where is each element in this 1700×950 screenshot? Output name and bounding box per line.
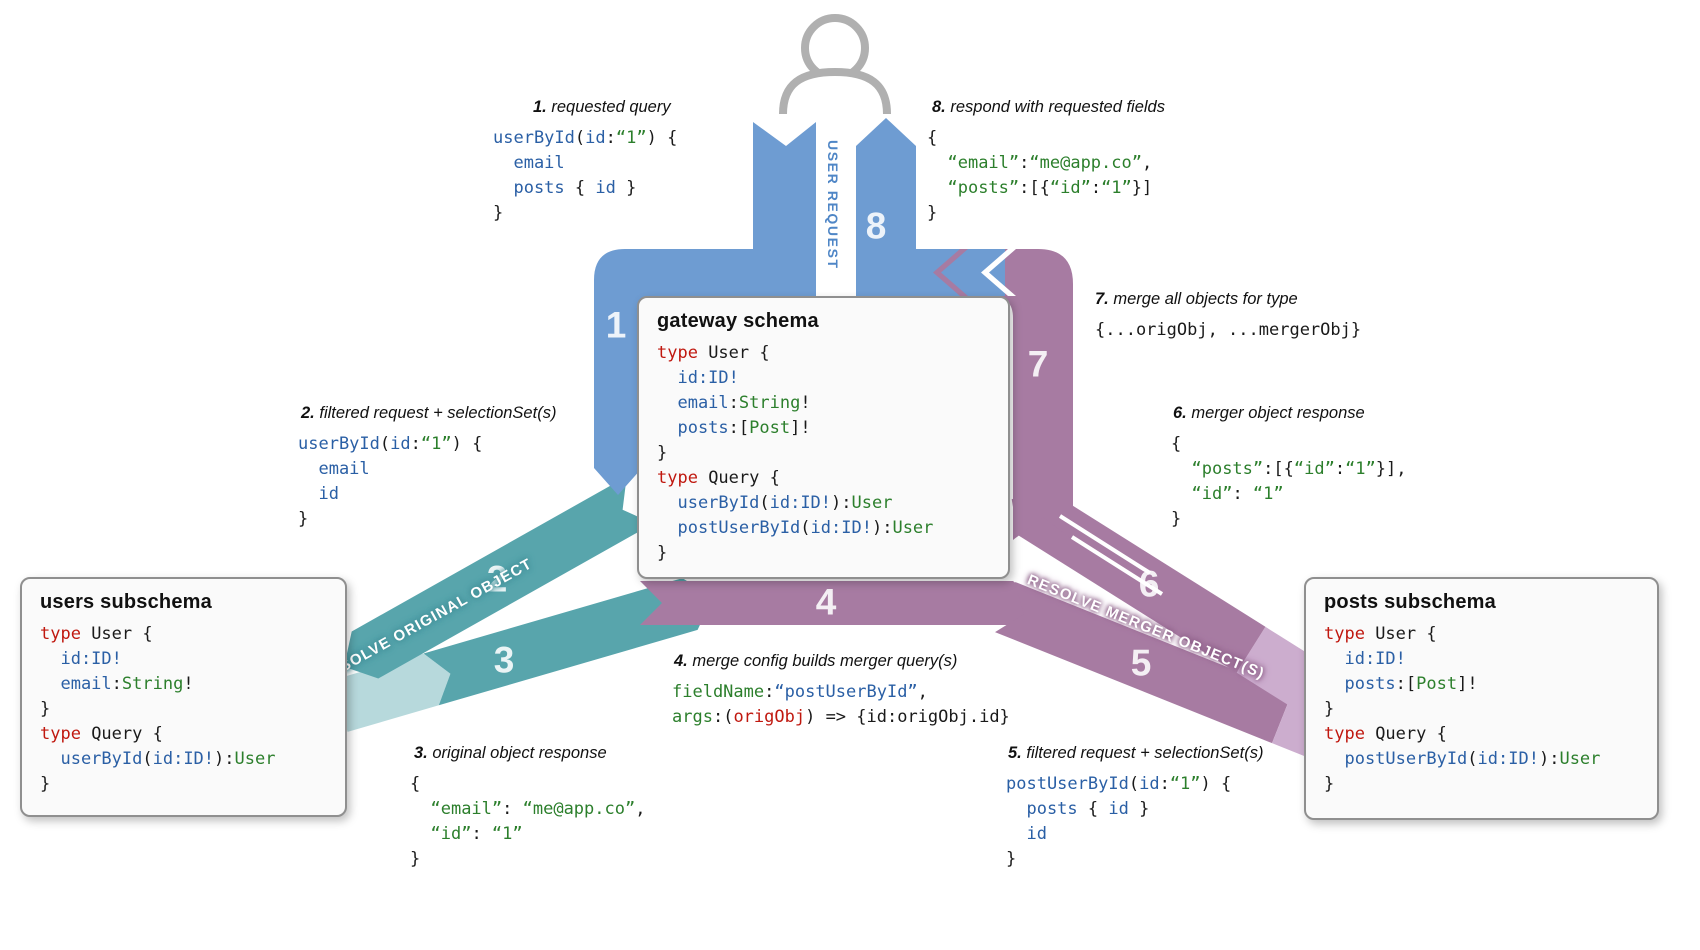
user-request-gap xyxy=(816,112,856,296)
step-4-number: 4. xyxy=(674,652,688,670)
step-2-code: userById(id:“1”) { email id} xyxy=(298,434,483,529)
step-5-number: 5. xyxy=(1008,744,1022,762)
step-2-number: 2. xyxy=(301,404,315,422)
arrow-6-number: 6 xyxy=(1138,563,1160,605)
step-5-label: 5. filtered request + selectionSet(s) xyxy=(1008,744,1263,763)
posts-subschema-code: type User { id:ID! posts:[Post]!}type Qu… xyxy=(1324,624,1601,794)
gateway-schema-title: gateway schema xyxy=(657,310,819,332)
users-subschema-box: users subschema type User { id:ID! email… xyxy=(20,577,347,817)
arrow-4-number: 4 xyxy=(815,581,837,623)
arrow-5-band xyxy=(995,581,1292,744)
step-3-caption: original object response xyxy=(432,744,607,762)
step-6-label: 6. merger object response xyxy=(1173,404,1365,423)
arrow-8-band xyxy=(856,118,916,296)
step-7-number: 7. xyxy=(1095,290,1109,308)
merger-split-stripe-1 xyxy=(1058,514,1152,575)
step-3-code: { “email”: “me@app.co”, “id”: “1”} xyxy=(410,774,646,869)
gateway-schema-code: type User { id:ID! email:String! posts:[… xyxy=(657,343,934,563)
step-2-label: 2. filtered request + selectionSet(s) xyxy=(301,404,556,423)
step-7-code: {...origObj, ...mergerObj} xyxy=(1095,320,1362,340)
step-2-caption: filtered request + selectionSet(s) xyxy=(319,404,557,422)
arrow-1-band xyxy=(594,249,1005,495)
step-8-code: { “email”:“me@app.co”, “posts”:[{“id”:“1… xyxy=(927,128,1153,223)
person-icon-torso xyxy=(779,67,891,115)
arrow-7-number: 7 xyxy=(1027,343,1049,385)
step-4-label: 4. merge config builds merger query(s) xyxy=(674,652,957,671)
step-6-number: 6. xyxy=(1173,404,1187,422)
posts-subschema-box: posts subschema type User { id:ID! posts… xyxy=(1304,577,1659,820)
arrow-2-number: 2 xyxy=(486,558,508,600)
arrow-4-band xyxy=(640,581,1040,625)
posts-subschema-title: posts subschema xyxy=(1324,591,1496,613)
arrow-3-number: 3 xyxy=(493,639,515,681)
step-1-label: 1. requested query xyxy=(533,98,671,117)
users-subschema-title: users subschema xyxy=(40,591,212,613)
step-5-code: postUserById(id:“1”) { posts { id } id} xyxy=(1006,774,1232,869)
gateway-schema-box: gateway schema type User { id:ID! email:… xyxy=(637,296,1010,579)
user-request-label: USER REQUEST xyxy=(825,140,841,270)
arrow-7-band xyxy=(955,249,1073,540)
step-1-number: 1. xyxy=(533,98,547,116)
arrow-3-band-light xyxy=(332,653,451,732)
step-5-caption: filtered request + selectionSet(s) xyxy=(1026,744,1264,762)
step-7-label: 7. merge all objects for type xyxy=(1095,290,1298,309)
step-1-caption: requested query xyxy=(551,98,671,116)
step-1-code: userById(id:“1”) { email posts { id }} xyxy=(493,128,678,223)
step-6-caption: merger object response xyxy=(1191,404,1365,422)
merger-chevron-stripe xyxy=(933,249,968,296)
arrow-3-band xyxy=(423,578,713,706)
step-3-label: 3. original object response xyxy=(414,744,607,763)
step-8-number: 8. xyxy=(932,98,946,116)
blue-purple-gap-chevron xyxy=(981,249,1016,296)
arrow-6-band-light xyxy=(1236,626,1327,711)
arrow-1-band-from-user xyxy=(753,122,816,296)
step-3-number: 3. xyxy=(414,744,428,762)
users-subschema-code: type User { id:ID! email:String!}type Qu… xyxy=(40,624,276,794)
arrow-5-number: 5 xyxy=(1130,642,1152,684)
step-8-caption: respond with requested fields xyxy=(950,98,1165,116)
merger-split-stripe-2 xyxy=(1070,535,1164,596)
step-6-code: { “posts”:[{“id”:“1”}], “id”: “1”} xyxy=(1171,434,1407,529)
step-8-label: 8. respond with requested fields xyxy=(932,98,1165,117)
step-7-caption: merge all objects for type xyxy=(1113,290,1298,308)
arrow-1-number: 1 xyxy=(605,304,627,346)
arrow-2-band xyxy=(344,476,654,679)
step-4-caption: merge config builds merger query(s) xyxy=(692,652,958,670)
arrow-8-number: 8 xyxy=(865,205,887,247)
step-4-code: fieldName:“postUserById”,args:(origObj) … xyxy=(672,682,1010,727)
